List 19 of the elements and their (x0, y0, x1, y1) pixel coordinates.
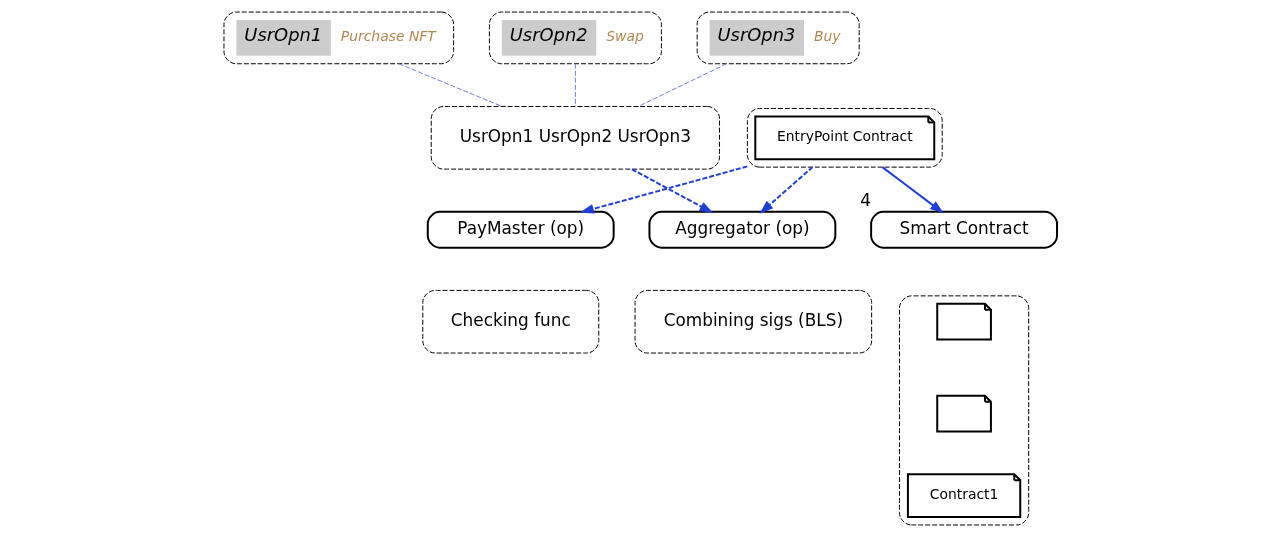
arrow (579, 165, 748, 214)
node-box: Aggregator (op) (647, 210, 836, 249)
node-box: PayMaster (op) (426, 210, 615, 249)
node-box: Combining sigs (BLS) (634, 289, 872, 354)
node-box: Smart Contract (869, 210, 1058, 249)
connector (574, 63, 576, 107)
node-label: 4 (859, 190, 871, 211)
node-box: UsrOpn3 Buy (696, 11, 860, 65)
connector (398, 63, 503, 107)
node-box: UsrOpn1 Purchase NFT (223, 11, 454, 65)
arrow (630, 168, 713, 214)
node-box: UsrOpn1 UsrOpn2 UsrOpn3 (430, 106, 720, 170)
arrow (759, 166, 814, 214)
cluster (746, 108, 943, 168)
arrow (880, 166, 944, 214)
cluster (898, 295, 1029, 526)
node-box: Checking func (421, 289, 599, 354)
connector (637, 63, 727, 107)
node-box: UsrOpn2 Swap (488, 11, 662, 65)
